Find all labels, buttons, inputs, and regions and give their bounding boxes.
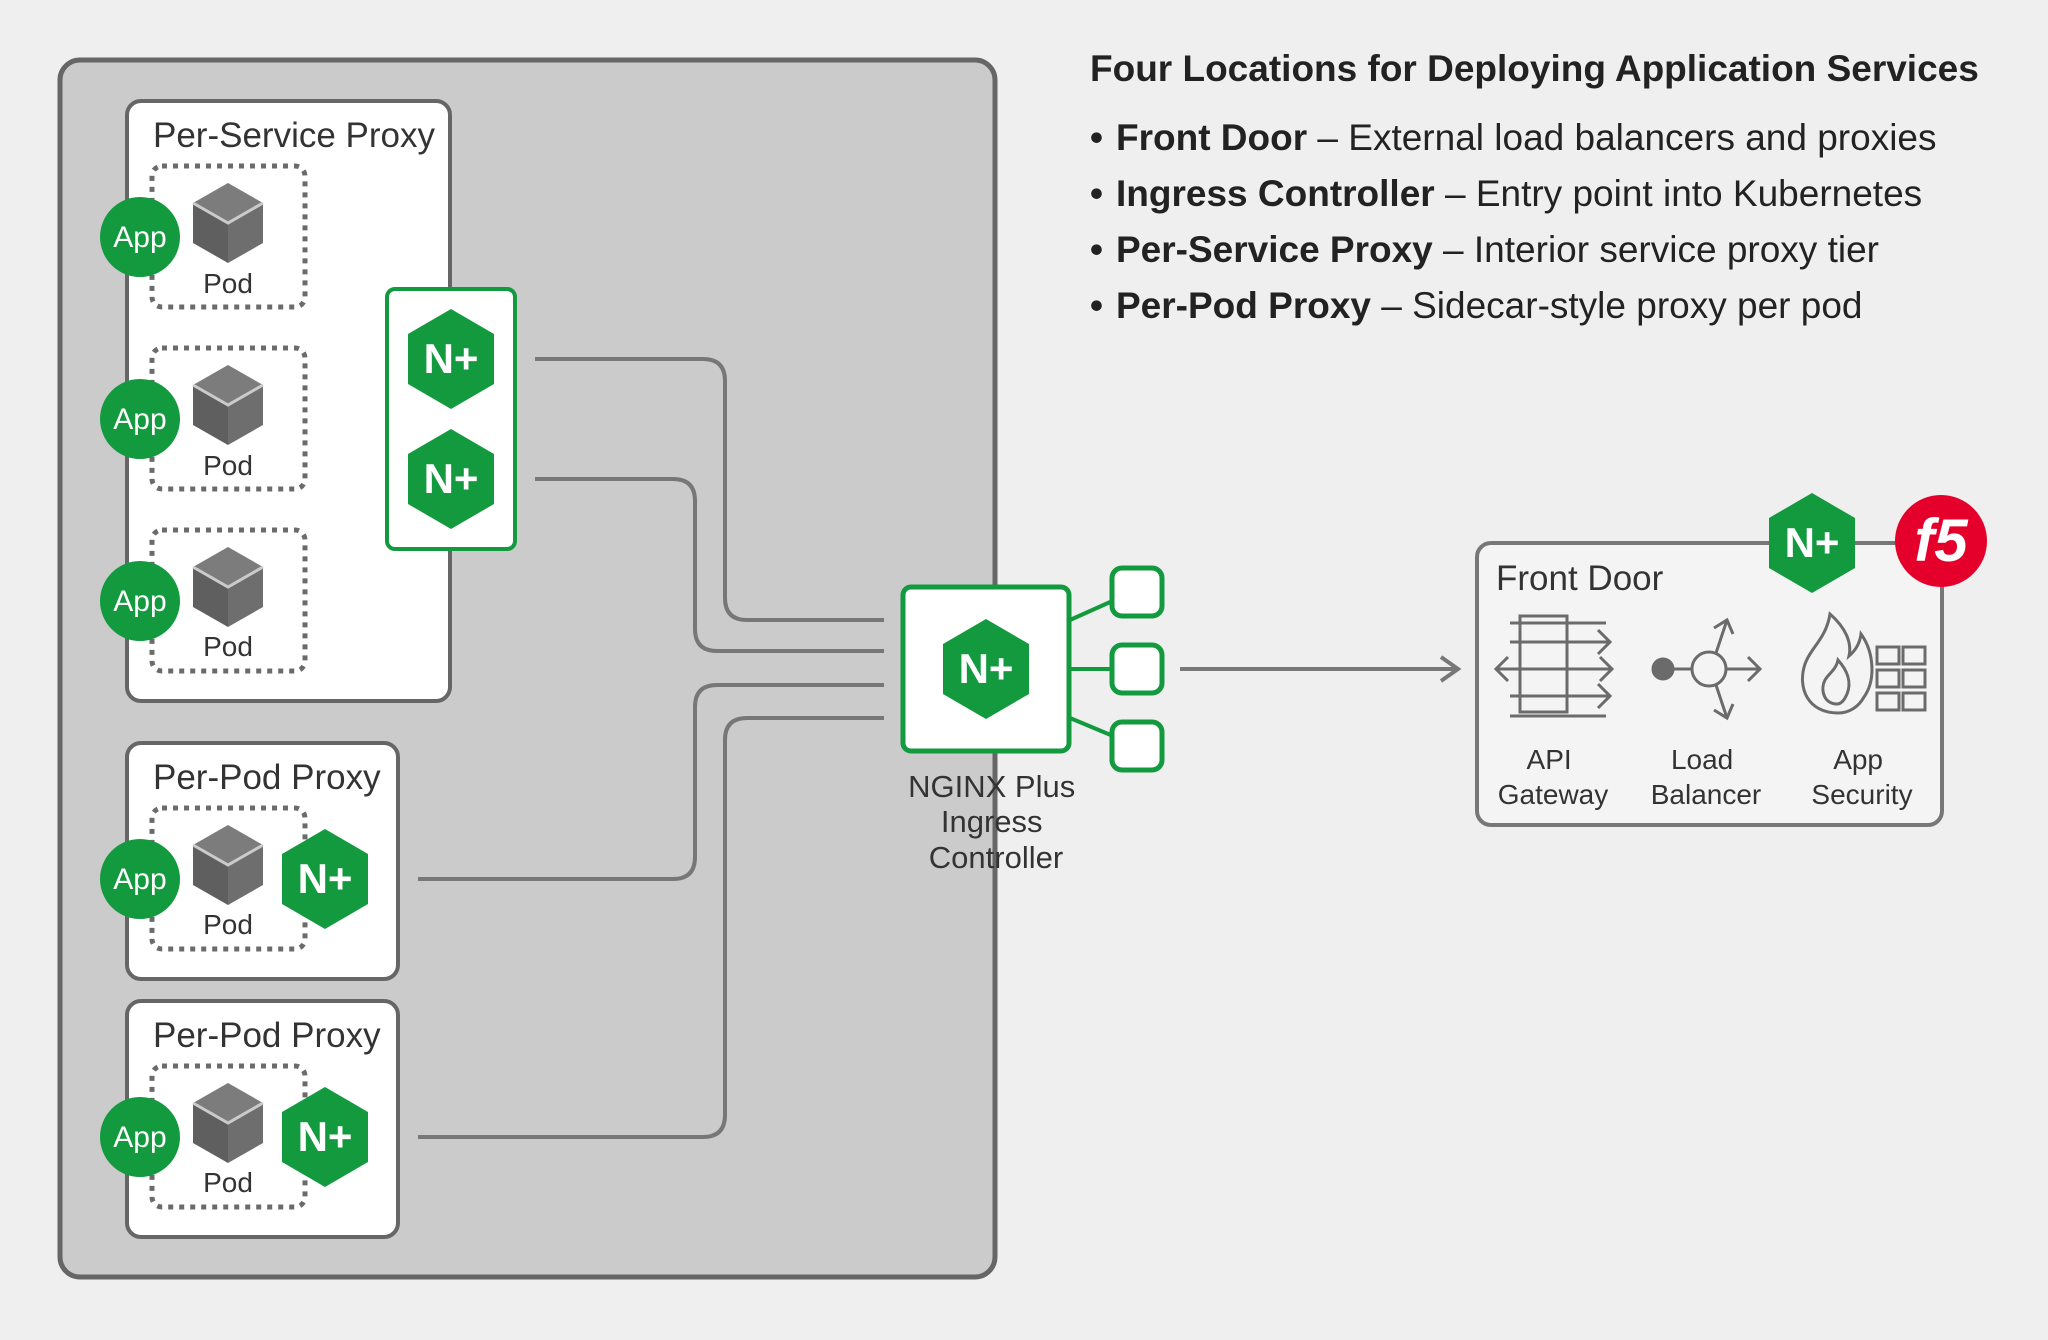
arrow-head (1439, 655, 1462, 683)
connector-per-pod-2 (418, 716, 884, 1139)
svg-text:N+: N+ (424, 335, 479, 382)
api-gateway-label: API Gateway (1498, 744, 1609, 810)
ingress-controller: N+ NGINX Plus Ingress Controller (900, 565, 1165, 875)
svg-text:N+: N+ (298, 1113, 353, 1160)
api-gateway-icon (1493, 614, 1615, 718)
connector-service-proxy-2 (535, 477, 884, 653)
app-security-icon (1800, 611, 1927, 715)
pod-boundary (149, 527, 308, 674)
ingress-port (1109, 565, 1165, 619)
per-pod-proxy-box: Per-Pod Proxy Pod App N+ (100, 741, 400, 981)
legend-item-front-door: •Front Door – External load balancers an… (1090, 110, 2020, 166)
svg-text:f5: f5 (1914, 507, 1969, 574)
nginx-plus-icon: N+ (282, 1087, 368, 1187)
legend-item-per-service-proxy: •Per-Service Proxy – Interior service pr… (1090, 222, 2020, 278)
connector-lines (418, 357, 1462, 1139)
cube-icon (192, 365, 264, 445)
ingress-port (1109, 642, 1165, 696)
ingress-port (1109, 719, 1165, 773)
app-label: App (113, 1121, 166, 1154)
per-pod-proxy-title: Per-Pod Proxy (153, 758, 381, 797)
nginx-plus-icon: N+ (408, 429, 494, 529)
pod-label: Pod (203, 631, 253, 662)
load-balancer-label: Load Balancer (1651, 744, 1762, 810)
app-security-label: App Security (1811, 744, 1912, 810)
cube-icon (192, 183, 264, 263)
app-badge (100, 379, 180, 459)
pod-label: Pod (203, 268, 253, 299)
nginx-plus-icon: N+ (408, 309, 494, 409)
svg-text:N+: N+ (1785, 519, 1840, 566)
pod-label: Pod (203, 450, 253, 481)
svg-text:N+: N+ (298, 855, 353, 902)
app-badge (100, 197, 180, 277)
f5-logo-icon: f5 (1895, 495, 1987, 587)
per-service-proxy-box: Per-Service Proxy Pod App Pod App (100, 99, 517, 703)
legend-item-ingress-controller: •Ingress Controller – Entry point into K… (1090, 166, 2020, 222)
app-label: App (113, 863, 166, 896)
bullet: • (1090, 173, 1103, 214)
pod-boundary (149, 345, 308, 492)
per-service-proxy-title: Per-Service Proxy (153, 116, 436, 155)
bullet: • (1090, 229, 1103, 270)
app-label: App (113, 585, 166, 618)
front-door-title: Front Door (1496, 559, 1664, 598)
nginx-plus-icon: N+ (1769, 493, 1855, 593)
bullet: • (1090, 285, 1103, 326)
app-label: App (113, 221, 166, 254)
svg-text:N+: N+ (959, 645, 1014, 692)
nginx-plus-icon: N+ (282, 829, 368, 929)
pod-label: Pod (203, 1167, 253, 1198)
app-badge (100, 561, 180, 641)
connector-service-proxy-1 (535, 357, 884, 622)
pod-boundary (149, 163, 308, 310)
ingress-label: NGINX Plus Ingress Controller (908, 769, 1084, 875)
legend: Four Locations for Deploying Application… (1090, 48, 2020, 334)
app-label: App (113, 403, 166, 436)
cube-icon (192, 825, 264, 905)
svg-text:N+: N+ (424, 455, 479, 502)
bullet: • (1090, 117, 1103, 158)
app-badge (100, 1097, 180, 1177)
app-badge (100, 839, 180, 919)
pod-label: Pod (203, 909, 253, 940)
cube-icon (192, 547, 264, 627)
per-pod-proxy-title: Per-Pod Proxy (153, 1016, 381, 1055)
nginx-plus-icon: N+ (943, 619, 1029, 719)
per-pod-proxy-box: Per-Pod Proxy Pod App N+ (100, 999, 400, 1239)
legend-item-per-pod-proxy: •Per-Pod Proxy – Sidecar-style proxy per… (1090, 278, 2020, 334)
cube-icon (192, 1083, 264, 1163)
diagram-title: Four Locations for Deploying Application… (1090, 48, 1979, 89)
connector-per-pod-1 (418, 683, 884, 881)
load-balancer-icon (1651, 617, 1763, 721)
front-door-box: Front Door API Gateway (1475, 493, 1987, 827)
